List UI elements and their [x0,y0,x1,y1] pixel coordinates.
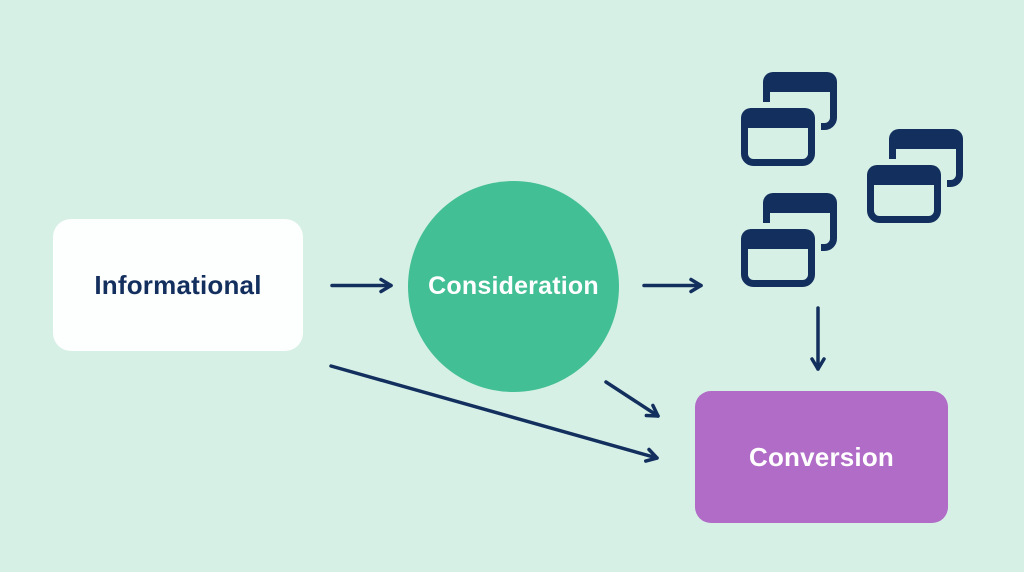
node-consideration[interactable]: Consideration [408,181,619,392]
informational-label: Informational [94,269,262,300]
conversion-label: Conversion [748,441,895,472]
browser-windows-icon [741,193,837,287]
arrow-consideration-to-conversion [604,380,660,418]
browser-windows-icon [867,129,963,223]
node-informational[interactable]: Informational [53,219,303,351]
node-conversion[interactable]: Conversion [695,391,948,523]
consideration-label: Consideration [428,272,599,300]
browser-windows-icon [741,72,837,166]
